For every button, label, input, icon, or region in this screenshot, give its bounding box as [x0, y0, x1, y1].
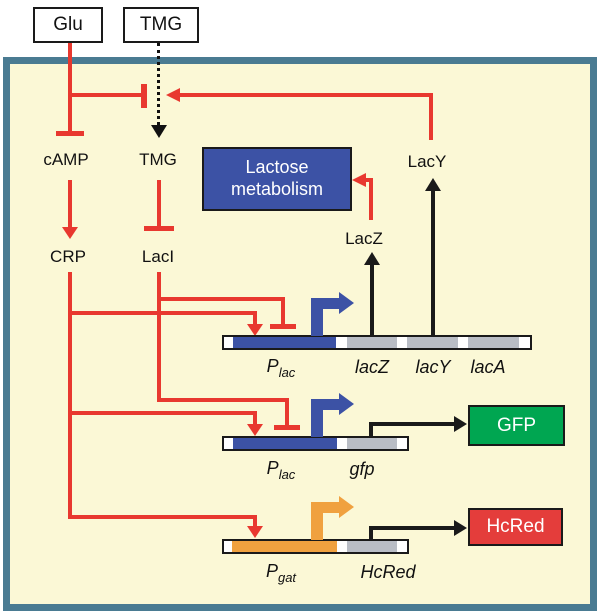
plac1-symbol: P — [266, 356, 279, 376]
hcred-reporter-box: HcRed — [468, 508, 563, 546]
glu-camp-line — [68, 43, 72, 131]
laci-node-label: LacI — [141, 247, 175, 266]
camp-crp-line — [68, 180, 72, 228]
hcred-reporter-arrowhead — [454, 520, 467, 536]
lacz-gene-label: lacZ — [354, 357, 389, 377]
plac2-promoter-segment — [233, 438, 337, 449]
laci-branch1-v — [281, 297, 285, 324]
lacz-metabolism-line-h — [364, 178, 373, 182]
tmg-input-box: TMG — [123, 7, 199, 43]
plac2-subscript: lac — [278, 467, 296, 482]
lacz-expression-line — [370, 264, 374, 336]
crp-branch3-v — [253, 515, 257, 528]
crp-node-label: CRP — [50, 247, 86, 266]
tmg-label: TMG — [139, 14, 183, 35]
gfp-gene-label: gfp — [349, 459, 375, 479]
gfp-gene-segment — [347, 438, 397, 449]
tmg-uptake-dotted-line — [157, 43, 160, 125]
lacy-expression-line — [431, 190, 435, 336]
crp-branch3-h — [68, 515, 257, 519]
gfp-reporter-arrowhead — [454, 416, 467, 432]
crp-branch1-arrowhead — [247, 324, 263, 336]
lacy-feedback-arrowhead — [166, 88, 180, 102]
plac2-label: Plac — [246, 458, 316, 482]
crp-branch2-v — [253, 411, 257, 426]
lactose-metabolism-box: Lactose metabolism — [202, 147, 352, 211]
hcred-construct-bar — [222, 539, 409, 554]
lactose-metabolism-line1: Lactose — [245, 157, 309, 178]
plac1-promoter-arrowhead — [339, 292, 354, 314]
gfp-reporter-line-h — [369, 422, 454, 426]
plac2-promoter-arrowhead — [339, 393, 354, 415]
crp-trunk-line — [68, 272, 72, 519]
laci-branch1-inhibition-bar — [270, 324, 296, 329]
lacy-node-label: LacY — [407, 152, 447, 171]
glu-camp-inhibition-bar — [56, 131, 84, 136]
lacz-gene-segment — [347, 337, 397, 348]
pgat-promoter-arrowhead — [339, 496, 354, 518]
crp-branch1-h — [68, 311, 257, 315]
glu-input-box: Glu — [33, 7, 103, 43]
hcred-reporter-line-h — [369, 526, 454, 530]
laci-branch2-h — [157, 398, 289, 402]
laci-trunk-line — [157, 272, 161, 402]
camp-node-label: cAMP — [43, 150, 89, 169]
tmg-internal-node-label: TMG — [139, 150, 177, 169]
tmg-laci-inhibition-bar — [144, 226, 174, 231]
plac1-subscript: lac — [278, 365, 296, 380]
pgat-symbol: P — [265, 561, 278, 581]
gfp-reporter-box: GFP — [468, 405, 565, 446]
lacz-node-label: LacZ — [345, 229, 383, 248]
pgat-promoter-arrow-h — [311, 502, 339, 513]
crp-branch1-v — [253, 311, 257, 326]
camp-crp-arrowhead — [62, 227, 78, 239]
lacy-expression-arrowhead — [425, 178, 441, 191]
lacz-metabolism-arrowhead — [352, 173, 366, 187]
plac2-symbol: P — [266, 458, 279, 478]
laca-gene-segment — [468, 337, 519, 348]
tmg-laci-line — [157, 180, 161, 226]
gfp-construct-bar — [222, 436, 409, 451]
lac-operon-bar — [222, 335, 532, 350]
glu-tmg-line — [70, 93, 141, 97]
laci-branch2-v — [285, 398, 289, 425]
hcred-gene-label: HcRed — [360, 562, 416, 582]
glu-label: Glu — [53, 14, 83, 35]
pgat-subscript: gat — [277, 570, 297, 585]
plac2-promoter-arrow-h — [311, 399, 339, 410]
pgat-promoter-segment — [232, 541, 337, 552]
gfp-reporter-label: GFP — [496, 414, 537, 436]
plac1-promoter-arrow-h — [311, 298, 339, 309]
laci-branch1-h — [157, 297, 285, 301]
plac1-label: Plac — [246, 356, 316, 380]
crp-branch3-arrowhead — [247, 526, 263, 538]
crp-branch2-arrowhead — [247, 424, 263, 436]
laci-branch2-inhibition-bar — [274, 425, 300, 430]
lacz-metabolism-line-v — [369, 182, 373, 220]
lacy-gene-label: lacY — [415, 357, 451, 377]
lactose-metabolism-line2: metabolism — [230, 179, 324, 199]
plac-promoter-segment — [233, 337, 336, 348]
gfp-reporter-line-v — [369, 422, 373, 438]
lacy-gene-segment — [407, 337, 458, 348]
lacy-feedback-line-h — [180, 93, 433, 97]
laca-gene-label: lacA — [470, 357, 506, 377]
hcred-reporter-line-v — [369, 526, 373, 540]
hcred-reporter-label: HcRed — [486, 516, 545, 537]
tmg-uptake-arrowhead — [151, 125, 167, 138]
pgat-label: Pgat — [246, 561, 316, 585]
lacy-feedback-line-v — [429, 93, 433, 140]
hcred-gene-segment — [347, 541, 397, 552]
glu-tmg-inhibition-bar — [141, 84, 147, 108]
lacz-expression-arrowhead — [364, 252, 380, 265]
crp-branch2-h — [68, 411, 257, 415]
